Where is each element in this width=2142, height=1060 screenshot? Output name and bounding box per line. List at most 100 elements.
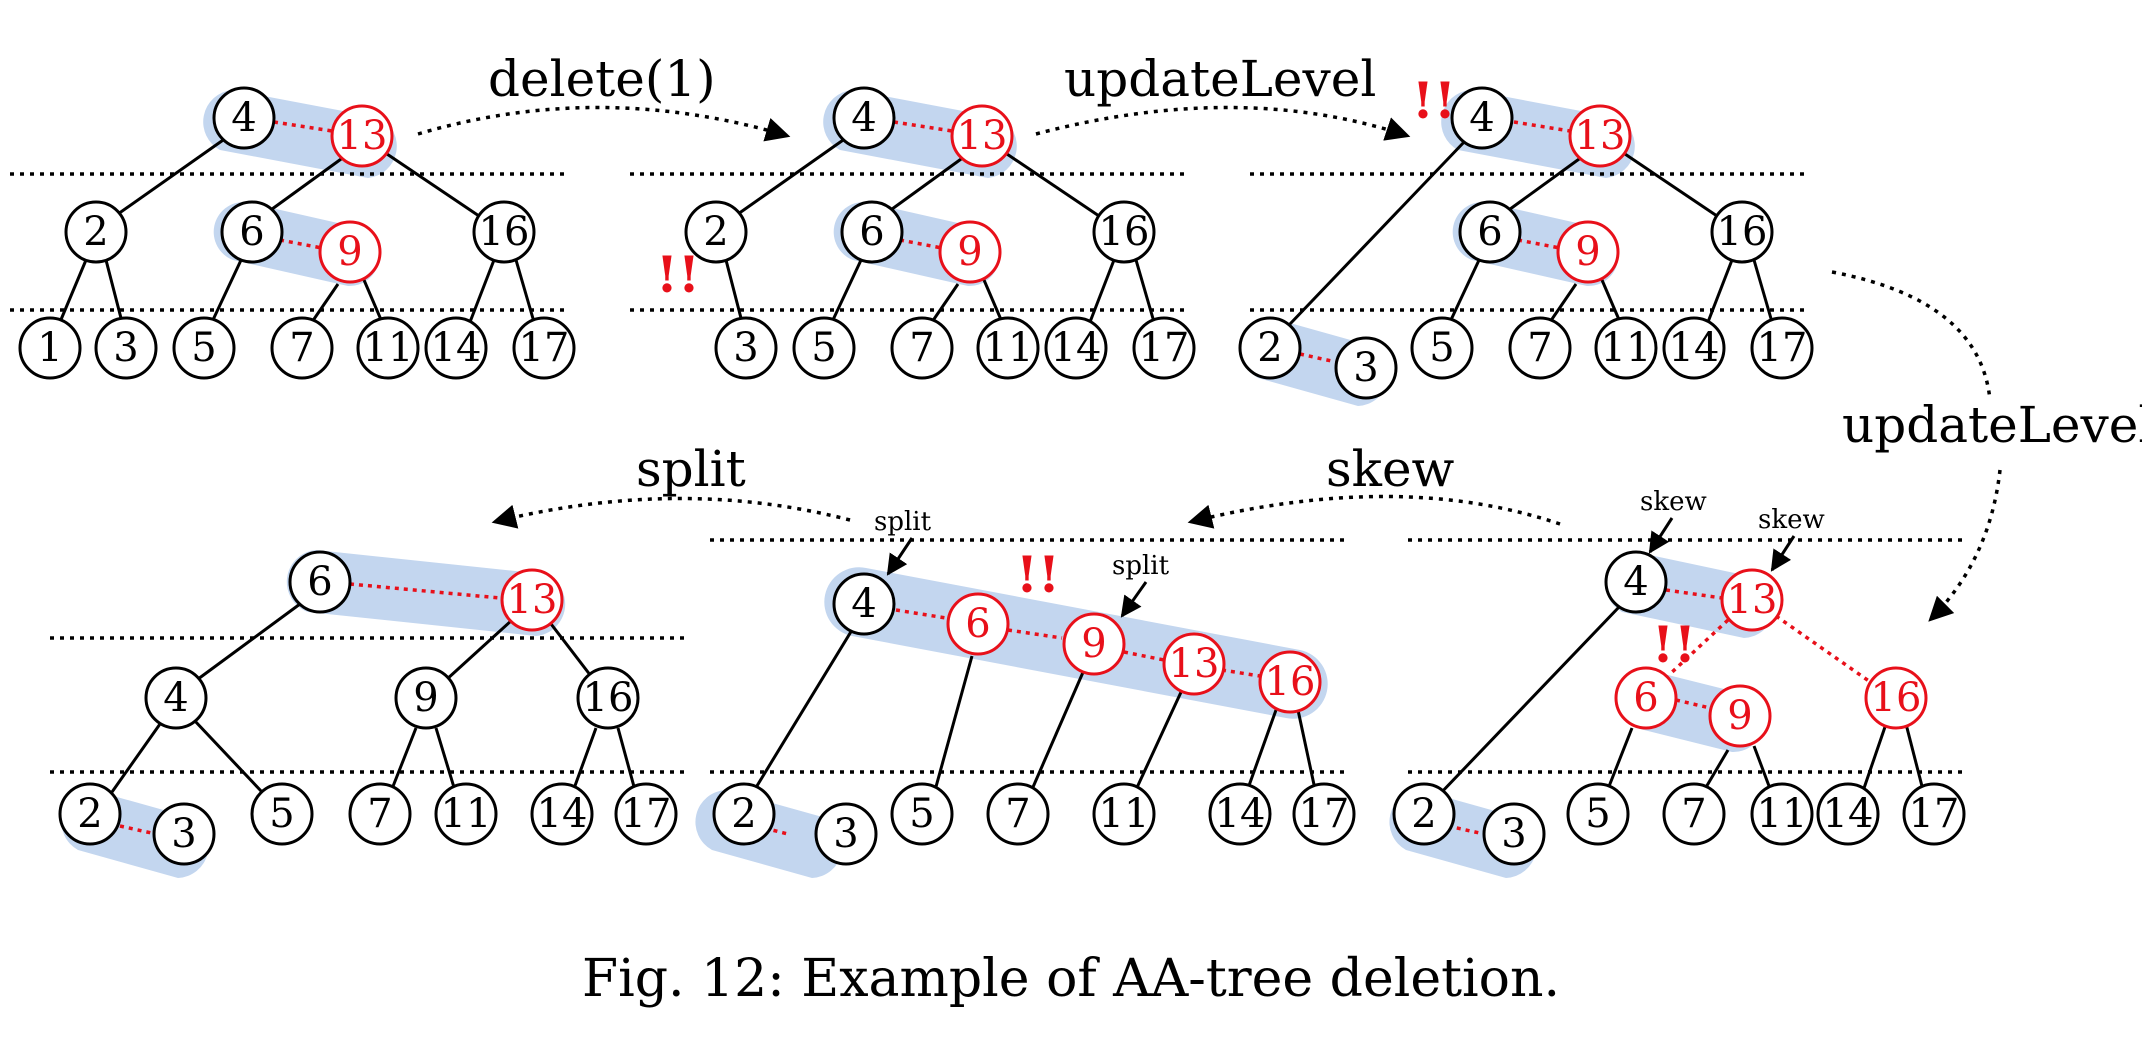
svg-text:3: 3 — [171, 811, 196, 857]
svg-text:11: 11 — [983, 325, 1034, 371]
tree-edge — [444, 618, 514, 682]
svg-text:2: 2 — [1411, 791, 1436, 837]
svg-text:11: 11 — [363, 325, 414, 371]
tree-node: 3 — [152, 802, 216, 866]
horizontal-link — [1675, 698, 1711, 710]
svg-text:16: 16 — [583, 675, 634, 721]
svg-text:16: 16 — [1265, 659, 1316, 705]
tree-edge — [546, 619, 596, 681]
tree-edge — [737, 136, 847, 216]
svg-text:9: 9 — [1575, 229, 1600, 275]
tree-node: 16 — [472, 200, 536, 264]
tree-node: 9 — [1708, 684, 1772, 748]
operation-label-skew: skew — [1326, 440, 1455, 498]
svg-text:3: 3 — [113, 325, 138, 371]
panel-2-after-delete: !! 4 13 2 6 9 16 3 5 7 11 14 17 — [630, 86, 1196, 380]
svg-text:11: 11 — [1099, 791, 1150, 837]
tree-node: 16 — [1258, 650, 1322, 714]
horizontal-link — [1513, 120, 1571, 133]
tree-node: 7 — [1662, 782, 1726, 846]
svg-text:9: 9 — [957, 229, 982, 275]
tree-edge — [104, 259, 124, 323]
tree-node: 6 — [840, 200, 904, 264]
horizontal-link — [899, 238, 943, 250]
svg-text:3: 3 — [833, 811, 858, 857]
svg-text:16: 16 — [1717, 209, 1768, 255]
tree-node: 14 — [1662, 316, 1726, 380]
transition-update-level-2: updateLevel — [1831, 270, 2142, 622]
tree-edge — [1860, 723, 1888, 795]
horizontal-link — [279, 238, 323, 250]
tree-node: 5 — [172, 316, 236, 380]
svg-text:7: 7 — [1005, 791, 1030, 837]
tree-edge — [1904, 723, 1926, 795]
tree-node: 3 — [94, 316, 158, 380]
tree-node: 14 — [1208, 782, 1272, 846]
svg-text:6: 6 — [965, 601, 990, 647]
horizontal-link — [1123, 650, 1165, 662]
tree-node: 11 — [434, 782, 498, 846]
annotation-skew: skew — [1758, 505, 1825, 535]
svg-text:3: 3 — [1353, 345, 1378, 391]
tree-node: 7 — [270, 316, 334, 380]
horizontal-link — [1007, 628, 1063, 640]
tree-node: 13 — [330, 104, 394, 168]
svg-text:2: 2 — [703, 209, 728, 255]
svg-text:14: 14 — [1215, 791, 1266, 837]
tree-edge — [1752, 259, 1774, 323]
tree-node: 6 — [1458, 200, 1522, 264]
tree-edge — [192, 718, 264, 794]
svg-text:13: 13 — [1727, 577, 1778, 623]
tree-node: 3 — [1482, 802, 1546, 866]
svg-text:6: 6 — [239, 209, 264, 255]
tree-edge — [1244, 709, 1278, 795]
tree-node: 5 — [792, 316, 856, 380]
svg-text:7: 7 — [909, 325, 934, 371]
panel-6-after-update-level: !! skew skew 4 13 6 9 16 2 3 5 7 11 14 1… — [1389, 487, 1966, 878]
tree-node: 4 — [212, 86, 276, 150]
svg-text:14: 14 — [1051, 325, 1102, 371]
svg-text:17: 17 — [621, 791, 672, 837]
annotation-pointer — [1770, 535, 1796, 572]
svg-text:4: 4 — [851, 95, 876, 141]
svg-text:4: 4 — [1469, 95, 1494, 141]
svg-text:11: 11 — [441, 791, 492, 837]
tree-node: 17 — [1132, 316, 1196, 380]
tree-node: 6 — [1614, 666, 1678, 730]
tree-node: 14 — [530, 782, 594, 846]
tree-node: 16 — [1092, 200, 1156, 264]
tree-node: 4 — [832, 86, 896, 150]
horizontal-link — [1221, 668, 1261, 678]
tree-edge — [930, 283, 960, 323]
horizontal-link — [1299, 352, 1337, 364]
tree-edge — [1288, 138, 1468, 326]
operation-label-update-level: updateLevel — [1064, 50, 1376, 108]
svg-text:13: 13 — [507, 577, 558, 623]
tree-node: 11 — [356, 316, 420, 380]
svg-text:13: 13 — [337, 113, 388, 159]
tree-node: 16 — [1710, 200, 1774, 264]
svg-text:9: 9 — [1727, 693, 1752, 739]
warning-mark: !! — [1652, 615, 1696, 674]
transition-skew: skew — [1187, 440, 1561, 529]
tree-node: 9 — [394, 666, 458, 730]
tree-node: 6 — [288, 550, 352, 614]
tree-edge — [1296, 709, 1318, 795]
svg-text:5: 5 — [811, 325, 836, 371]
tree-node: 9 — [318, 220, 382, 284]
svg-text:5: 5 — [269, 791, 294, 837]
tree-node: 17 — [512, 316, 576, 380]
annotation-skew: skew — [1640, 487, 1707, 517]
tree-node: 4 — [1450, 86, 1514, 150]
tree-node: 13 — [1162, 632, 1226, 696]
tree-edge — [1706, 259, 1734, 323]
tree-edge — [388, 727, 418, 795]
tree-edge — [310, 283, 340, 323]
svg-text:11: 11 — [1601, 325, 1652, 371]
tree-edge — [1621, 150, 1721, 220]
tree-edge — [1600, 279, 1622, 323]
svg-text:2: 2 — [1257, 325, 1282, 371]
tree-node: 9 — [1062, 612, 1126, 676]
operation-label-delete: delete(1) — [488, 50, 716, 108]
svg-text:4: 4 — [231, 95, 256, 141]
